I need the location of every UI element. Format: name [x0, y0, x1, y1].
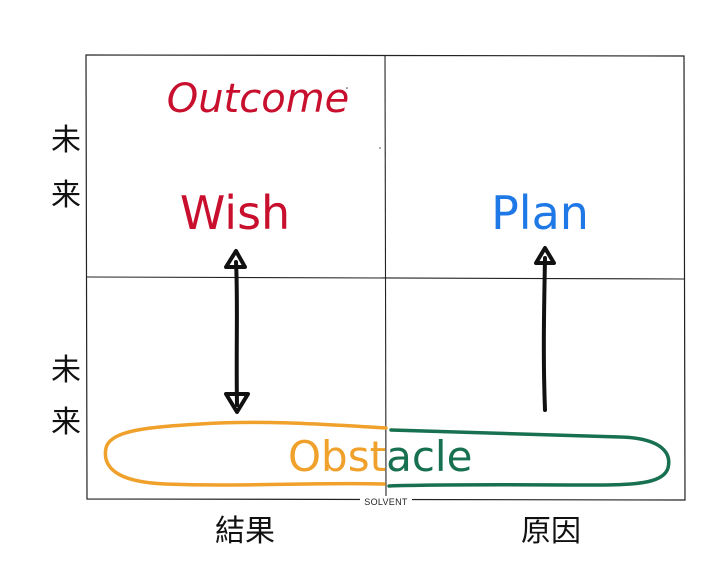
wish-obstacle-double-arrow — [224, 249, 250, 414]
obstacle-loop-orange — [103, 420, 388, 487]
obstacle-plan-arrow — [534, 246, 556, 412]
stray-dot — [346, 87, 348, 89]
plan-label: Plan — [491, 186, 589, 240]
row-label-top-char-1: 未 — [51, 123, 81, 158]
wish-label: Wish — [180, 186, 290, 240]
obstacle-left-part: Obst — [288, 432, 386, 481]
obstacle-loop-green — [387, 428, 671, 488]
horizontal-divider — [86, 276, 685, 280]
column-label-right: 原因 — [521, 514, 581, 549]
obstacle-right-part: acle — [386, 432, 472, 481]
stray-dot — [379, 147, 381, 149]
arrow-shaft — [541, 256, 547, 412]
double-arrow-head-down — [224, 392, 250, 414]
row-label-top-char-2: 来 — [51, 178, 81, 213]
outer-frame — [85, 54, 686, 501]
row-label-bottom-char-1: 未 — [51, 353, 81, 388]
column-label-left: 結果 — [215, 514, 275, 549]
double-arrow-shaft — [234, 260, 239, 407]
double-arrow-head-up — [224, 249, 247, 269]
caption-backdrop — [360, 496, 412, 506]
row-label-bottom-char-2: 来 — [51, 405, 81, 440]
solvent-caption: SOLVENT — [364, 497, 408, 507]
outcome-title: Outcome — [167, 76, 350, 122]
arrow-head — [534, 246, 556, 265]
obstacle-label: Obstacle — [288, 432, 472, 481]
vertical-divider — [384, 55, 387, 499]
